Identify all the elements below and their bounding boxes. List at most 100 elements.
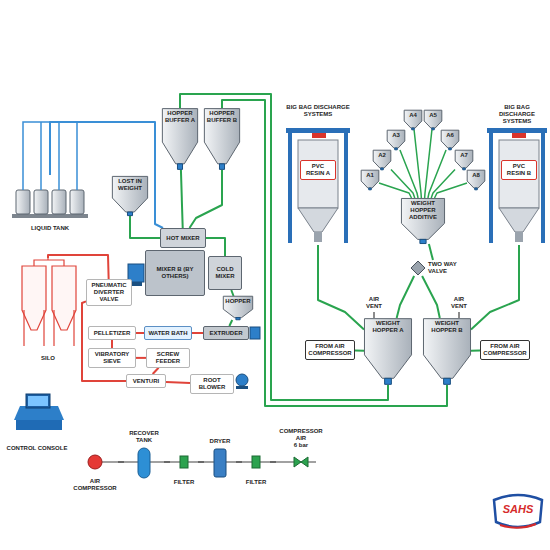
air-vent-pipe	[373, 312, 375, 318]
pipe-connector	[397, 276, 414, 318]
node-label: DRYER	[210, 438, 231, 445]
logo-badge	[500, 524, 536, 528]
pipe-connector	[236, 461, 242, 462]
node-label: COMPRESSOR AIR	[276, 428, 326, 442]
big-bag-frame	[298, 208, 338, 232]
node-label: EXTRUDER	[209, 330, 242, 337]
big-bag-frame	[499, 140, 539, 208]
node-label: A5	[429, 112, 437, 119]
compressor-air-valve: COMPRESSOR AIR6 bar	[276, 428, 326, 470]
pipe-connector	[164, 461, 170, 462]
big-bag-station: BIG BAG DISCHARGE SYSTEMSPVC RESIN B	[487, 104, 547, 245]
resin-bag-label: PVC RESIN A	[300, 160, 336, 180]
console-icon	[28, 396, 48, 406]
compressed-air-line	[88, 455, 102, 469]
hopper-body	[441, 130, 459, 148]
dryer: DRYER	[204, 438, 236, 482]
hopper-outlet	[420, 239, 426, 243]
liquid-tank-rack	[12, 190, 88, 218]
node-label: VENTURI	[133, 378, 159, 385]
hopper-body	[404, 110, 422, 128]
big-bag-frame	[487, 128, 547, 133]
node-label: PELLETIZER	[94, 330, 131, 337]
pipe-connector	[192, 332, 203, 334]
root-blower: ROOT BLOWER	[190, 374, 234, 394]
compressed-air-line	[214, 449, 226, 477]
big-bag-frame	[288, 133, 292, 243]
silo-vessels	[24, 310, 74, 346]
additive-hopper: A1	[361, 170, 379, 190]
liquid-tank-rack	[34, 190, 48, 214]
pipe-connector	[180, 94, 388, 400]
console-icon	[14, 394, 64, 430]
node-label: WEIGHT HOPPER B	[423, 320, 471, 334]
node-label: A3	[392, 132, 400, 139]
node-label: CONTROL CONSOLE	[7, 445, 68, 452]
pipe-connector	[136, 357, 146, 359]
valve-diamond	[411, 261, 425, 275]
node-label: TWO WAY VALVE	[428, 261, 460, 275]
hopper-body	[112, 176, 147, 212]
screw-feeder: SCREW FEEDER	[146, 348, 190, 368]
hopper-body	[455, 150, 473, 168]
filter: FILTER	[170, 452, 198, 486]
pipe-connector	[471, 350, 480, 352]
hopper-body	[373, 150, 391, 168]
compressed-air-line	[102, 461, 316, 462]
pipe-connector	[190, 170, 223, 228]
root-blower-icon	[236, 374, 248, 386]
pipe-connector	[414, 130, 421, 198]
node-label: FROM AIR COMPRESSOR	[483, 343, 527, 357]
pipe-connector	[231, 290, 233, 296]
cold-mixer: COLD MIXER	[208, 256, 242, 290]
additive-hopper: A6	[441, 130, 459, 150]
extruder-hopper: HOPPER	[223, 296, 253, 320]
two-way-valve: TWO WAY VALVE	[410, 260, 460, 276]
hopper-outlet	[463, 168, 466, 170]
node-label: SCREW FEEDER	[149, 351, 187, 365]
node-label: A8	[472, 172, 480, 179]
big-bag-frame	[541, 133, 545, 243]
big-bag-frame	[487, 128, 547, 243]
venturi: VENTURI	[126, 374, 166, 388]
hopper-outlet	[381, 168, 384, 170]
liquid-feed-pipes	[58, 122, 60, 190]
root-blower-icon	[236, 386, 248, 389]
pipe-connector	[198, 461, 204, 462]
additive-hopper: A5	[424, 110, 442, 130]
hopper-outlet	[177, 164, 182, 170]
hopper-body	[424, 110, 442, 128]
hopper-outlet	[385, 378, 392, 384]
liquid-tank: LIQUID TANK	[10, 175, 90, 232]
node-label: SILO	[41, 355, 55, 362]
pipe-connector	[111, 340, 113, 348]
additive-hopper: A8	[467, 170, 485, 190]
node-label: HOT MIXER	[166, 235, 199, 242]
liquid-tank-rack	[70, 190, 84, 214]
pipe-connector	[400, 150, 418, 198]
air-supply-box: FROM AIR COMPRESSOR	[480, 340, 530, 360]
hopper-outlet	[369, 188, 372, 190]
additive-hopper: A2	[373, 150, 391, 170]
valve-caption: TWO WAY VALVE	[426, 261, 460, 275]
hopper-body	[204, 109, 239, 164]
console-icon	[16, 420, 62, 430]
pipe-connector	[181, 170, 183, 228]
node-label: ROOT BLOWER	[193, 377, 231, 391]
pipe-connector	[82, 301, 126, 381]
additive-hopper: A3	[387, 130, 405, 150]
air-supply-box: FROM AIR COMPRESSOR	[305, 340, 355, 360]
loss-in-weight-feeder: LOST IN WEIGHT	[112, 176, 148, 216]
hopper-body	[467, 170, 485, 188]
pipe-connector	[130, 216, 160, 238]
big-bag-frame	[286, 128, 350, 133]
node-label: A2	[378, 152, 386, 159]
air-compressor: AIR COMPRESSOR	[72, 448, 118, 492]
big-bag-frame	[512, 133, 526, 138]
air-vent-label: AIR VENT	[364, 296, 384, 310]
hopper-outlet	[395, 148, 398, 150]
filter: FILTER	[242, 452, 270, 486]
mixer-body: MIXER B (BY OTHERS)	[145, 250, 205, 296]
pipe-connector	[222, 100, 447, 406]
additive-hopper: A7	[455, 150, 473, 170]
